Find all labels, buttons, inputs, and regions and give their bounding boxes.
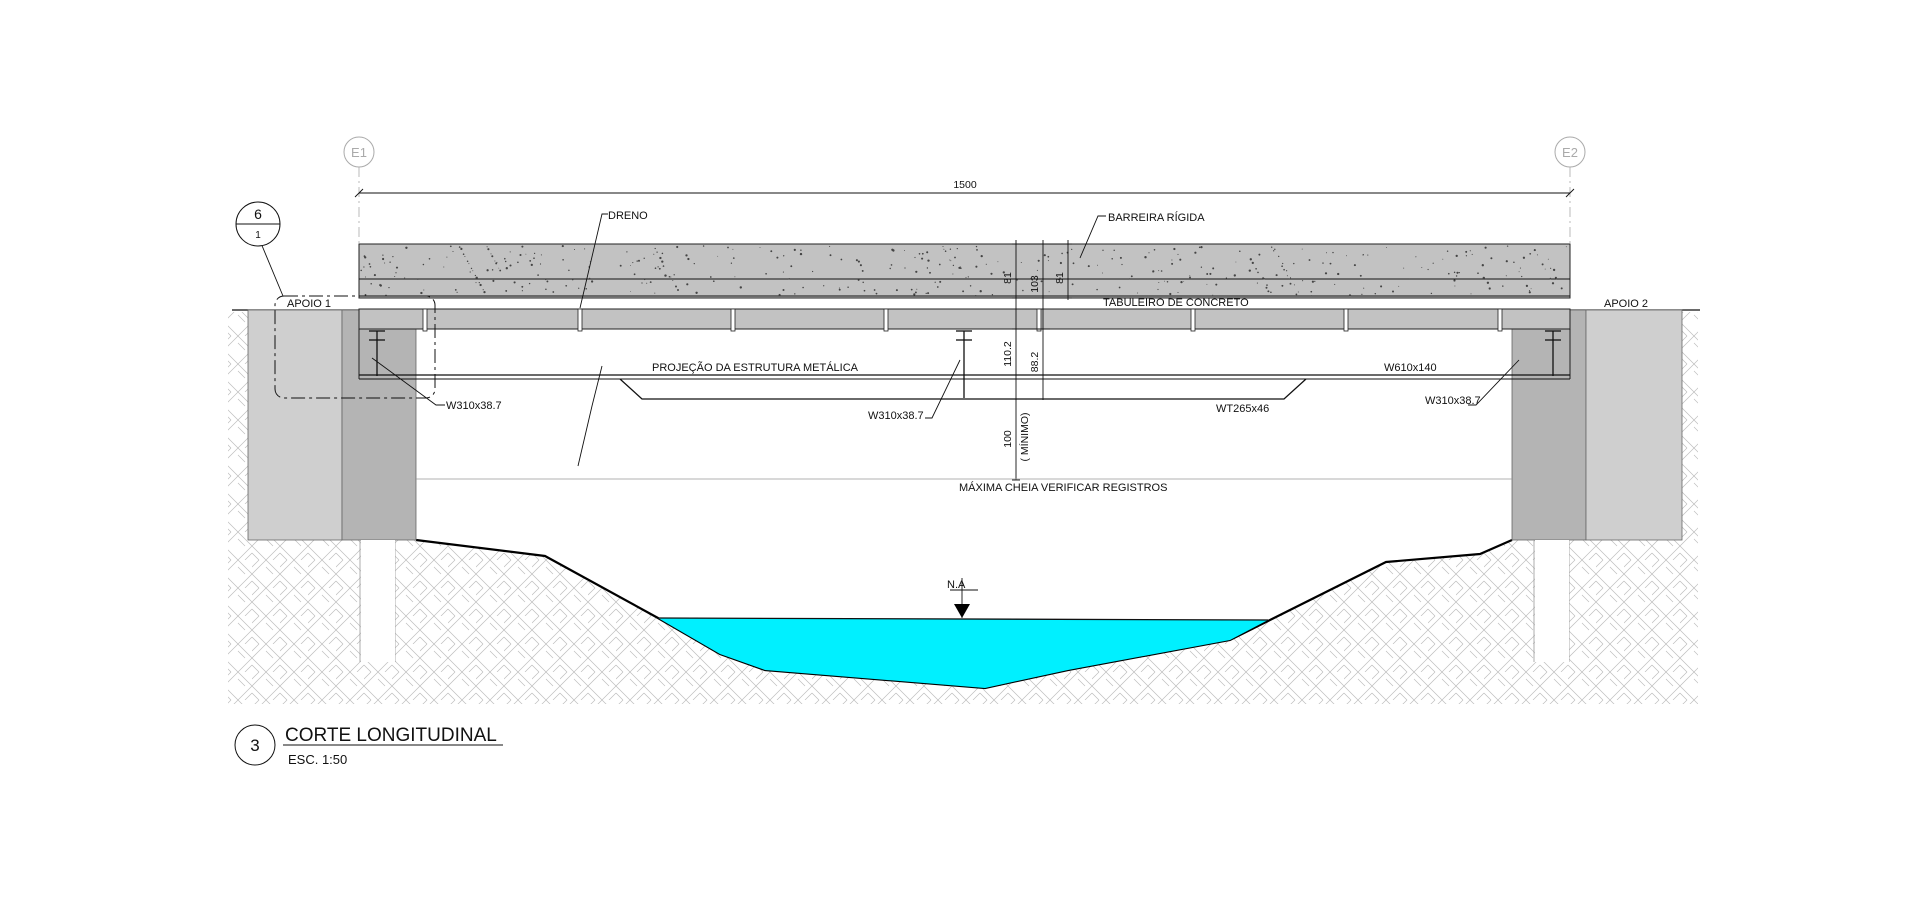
water-body (658, 618, 1268, 688)
deck-connector (1343, 308, 1349, 332)
label-cheia: MÁXIMA CHEIA VERIFICAR REGISTROS (959, 481, 1167, 494)
title-scale: ESC. 1:50 (288, 752, 347, 767)
dimension-81-a: 81 (1002, 272, 1014, 284)
detail-callout-box (274, 295, 436, 399)
title-number: 3 (250, 736, 259, 755)
section-ref-sheet: 1 (255, 230, 261, 241)
deck-connector (1036, 308, 1042, 332)
dimension-103: 103 (1029, 275, 1041, 293)
deck-connector (577, 308, 583, 332)
title-block: 3 CORTE LONGITUDINAL ESC. 1:50 (234, 724, 503, 767)
deck-connector (1497, 308, 1503, 332)
span-dimension: 1500 (354, 179, 1575, 198)
water-level-marker: N.A (947, 578, 978, 618)
label-wt265: WT265x46 (1216, 403, 1269, 415)
grid-axis-e1: E1 (343, 136, 375, 244)
title-text: CORTE LONGITUDINAL (285, 725, 497, 746)
na-label: N.A (947, 579, 966, 591)
label-w310-right: W310x38.7 (1425, 395, 1481, 407)
riverbed-void (416, 312, 1512, 688)
abutment-left (247, 309, 417, 662)
abutment-right (1511, 309, 1683, 662)
water-surface-line (657, 617, 1269, 621)
label-w310-left: W310x38.7 (446, 400, 502, 412)
label-apoio1: APOIO 1 (287, 298, 331, 310)
leaders (371, 213, 1520, 467)
label-apoio2: APOIO 2 (1604, 298, 1648, 310)
span-dimension-value: 1500 (953, 179, 977, 191)
label-tabuleiro: TABULEIRO DE CONCRETO (1103, 297, 1249, 309)
deck-connector (1190, 308, 1196, 332)
section-reference: 6 1 (235, 201, 281, 247)
label-w310-mid: W310x38.7 (868, 410, 924, 422)
label-dreno: DRENO (608, 210, 648, 222)
deck-connectors (422, 308, 1503, 332)
dimension-88-2: 88.2 (1029, 352, 1041, 373)
grid-mark-e2: E2 (1562, 145, 1578, 160)
concrete-deck (358, 308, 1571, 330)
dimension-minimo: ( MÍNIMO) (1018, 413, 1031, 462)
cross-girder-right (1545, 330, 1561, 376)
grid-mark-e1: E1 (351, 145, 367, 160)
grid-axis-e2: E2 (1554, 136, 1586, 244)
deck-connector (730, 308, 736, 332)
concrete-texture (360, 245, 1567, 297)
cross-girder-left (369, 330, 385, 376)
dimension-100: 100 (1002, 430, 1014, 448)
label-w610: W610x140 (1384, 362, 1437, 374)
section-ref-number: 6 (254, 206, 262, 222)
cross-girder-mid (956, 330, 972, 398)
dimension-81-b: 81 (1054, 272, 1066, 284)
label-projecao: PROJEÇÃO DA ESTRUTURA METÁLICA (652, 361, 859, 374)
dimension-110-2: 110.2 (1002, 341, 1014, 367)
concrete-barrier (358, 243, 1571, 299)
label-barreira: BARREIRA RÍGIDA (1108, 211, 1205, 224)
deck-connector (422, 308, 428, 332)
deck-connector (883, 308, 889, 332)
vertical-dimensions: 81 103 81 110.2 88.2 100 ( MÍNIMO) (416, 240, 1512, 481)
